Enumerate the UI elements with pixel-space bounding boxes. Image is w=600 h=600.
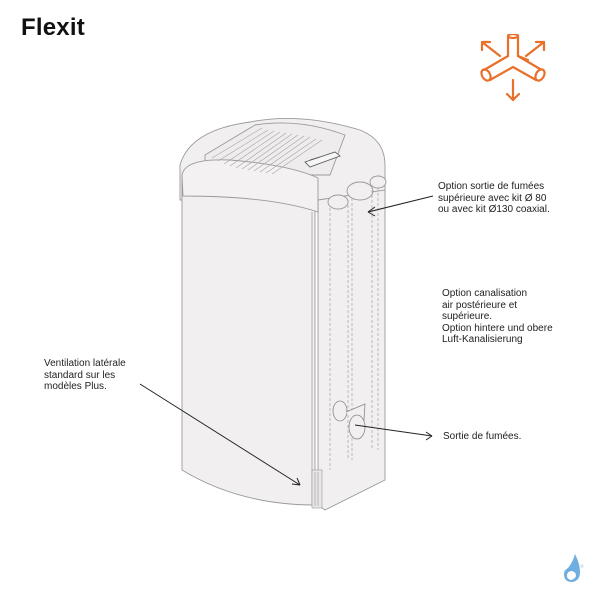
annotation-flue-outlet: Sortie de fumées. bbox=[443, 431, 522, 442]
annotation-top-outlet: Option sortie de fumées supérieure avec … bbox=[438, 181, 550, 215]
water-drop-logo-icon bbox=[564, 554, 584, 582]
annotation-air-ducting: Option canalisation air postérieure et s… bbox=[442, 288, 553, 345]
annotation-side-ventilation: Ventilation latérale standard sur les mo… bbox=[44, 358, 126, 392]
brand-title: Flexit bbox=[21, 14, 85, 41]
arrow-flue bbox=[354, 424, 433, 437]
arrow-top-outlet bbox=[367, 195, 434, 213]
three-way-duct-arrows-icon bbox=[480, 34, 546, 102]
arrow-side-vent bbox=[139, 383, 301, 486]
